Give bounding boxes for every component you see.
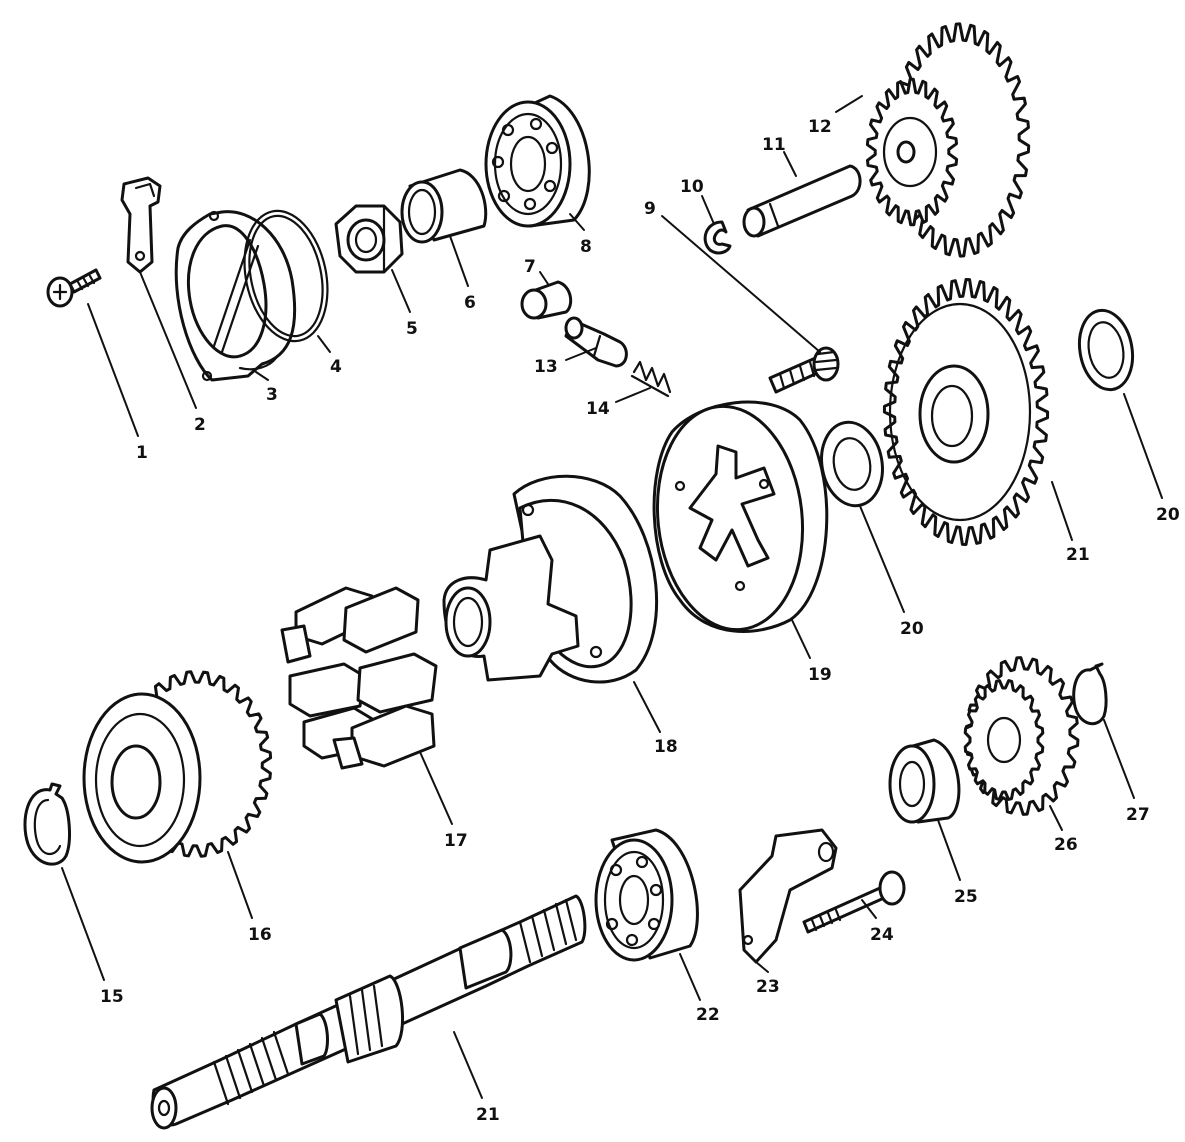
callout-10: 10 — [680, 177, 704, 197]
callout-11: 11 — [762, 135, 786, 155]
part-double-sprocket-12 — [865, 22, 1031, 258]
callout-9: 9 — [644, 199, 656, 219]
callout-15: 15 — [100, 987, 124, 1007]
part-shaft-11 — [742, 164, 862, 238]
part-gear-26 — [963, 656, 1080, 816]
leader-7 — [539, 271, 549, 285]
part-rubber-segments-17 — [280, 586, 438, 770]
part-spring-14 — [630, 360, 672, 398]
part-screw-9 — [768, 346, 840, 394]
callout-4: 4 — [330, 357, 342, 377]
callout-24: 24 — [870, 925, 894, 945]
callout-6: 6 — [464, 293, 476, 313]
part-plunger-13 — [564, 316, 628, 368]
part-circlip-15 — [23, 782, 71, 866]
leader-10 — [701, 195, 715, 225]
callout-8: 8 — [580, 237, 592, 257]
callout-12: 12 — [808, 117, 832, 137]
leader-21a — [1051, 481, 1073, 541]
leader-13 — [565, 347, 597, 361]
callout-2: 2 — [194, 415, 206, 435]
callout-13: 13 — [534, 357, 558, 377]
callout-21a: 21 — [1066, 545, 1090, 565]
leader-21b — [453, 1031, 483, 1099]
callout-3: 3 — [266, 385, 278, 405]
leader-20b — [859, 505, 905, 613]
part-bearing-housing-3 — [174, 210, 297, 382]
callout-21b: 21 — [476, 1105, 500, 1125]
part-screw-1 — [46, 268, 102, 308]
part-e-clip-10 — [703, 220, 732, 255]
leader-6 — [449, 235, 469, 287]
leader-27 — [1103, 719, 1135, 799]
part-hub-18 — [442, 474, 659, 684]
callout-19: 19 — [808, 665, 832, 685]
callout-5: 5 — [406, 319, 418, 339]
leader-11 — [783, 151, 797, 177]
callout-18: 18 — [654, 737, 678, 757]
leader-17 — [419, 751, 453, 825]
callout-22: 22 — [696, 1005, 720, 1025]
part-cover-19 — [652, 400, 829, 633]
leader-9 — [661, 215, 821, 353]
part-mainshaft-21 — [150, 894, 587, 1130]
leader-15 — [61, 867, 105, 981]
part-lock-plate-2 — [120, 176, 162, 274]
part-bolt-24 — [802, 870, 906, 934]
leader-18 — [633, 681, 661, 733]
leader-3 — [255, 371, 269, 381]
part-washer-20a — [1077, 308, 1135, 392]
part-o-ring-4 — [243, 209, 329, 343]
leader-14 — [615, 387, 651, 403]
part-bracket-23 — [738, 828, 838, 964]
leader-25 — [937, 819, 961, 881]
part-sprocket-21 — [882, 278, 1050, 546]
callout-14: 14 — [586, 399, 610, 419]
leader-16 — [227, 851, 253, 919]
callout-20a: 20 — [1156, 505, 1180, 525]
leader-4 — [317, 335, 331, 353]
leader-5 — [391, 269, 411, 313]
leader-12 — [835, 95, 863, 113]
part-bush-6 — [400, 168, 488, 244]
leader-lines — [61, 95, 1163, 1099]
part-gear-drum-16 — [82, 670, 273, 864]
leader-19 — [791, 619, 811, 659]
leader-20a — [1123, 393, 1163, 499]
leader-1 — [87, 303, 139, 437]
callout-7: 7 — [524, 257, 536, 277]
part-cap-7 — [520, 280, 573, 320]
callout-20b: 20 — [900, 619, 924, 639]
leader-22 — [679, 953, 701, 1001]
callout-1: 1 — [136, 443, 148, 463]
callout-16: 16 — [248, 925, 272, 945]
part-nut-5 — [334, 204, 404, 274]
callout-25: 25 — [954, 887, 978, 907]
leader-2 — [139, 271, 197, 409]
part-circlip-27 — [1072, 662, 1108, 726]
part-ball-bearing-22 — [594, 828, 699, 962]
callout-27: 27 — [1126, 805, 1150, 825]
callout-17: 17 — [444, 831, 468, 851]
leader-26 — [1049, 805, 1063, 831]
leader-24 — [861, 899, 877, 919]
part-bearing-25 — [888, 738, 961, 824]
leader-23 — [755, 961, 769, 973]
leader-8 — [569, 213, 585, 231]
callout-23: 23 — [756, 977, 780, 997]
part-ball-bearing-8 — [484, 94, 591, 228]
callouts: 1 2 3 4 5 6 7 8 9 10 11 12 13 14 15 16 1… — [100, 117, 1180, 1125]
callout-26: 26 — [1054, 835, 1078, 855]
